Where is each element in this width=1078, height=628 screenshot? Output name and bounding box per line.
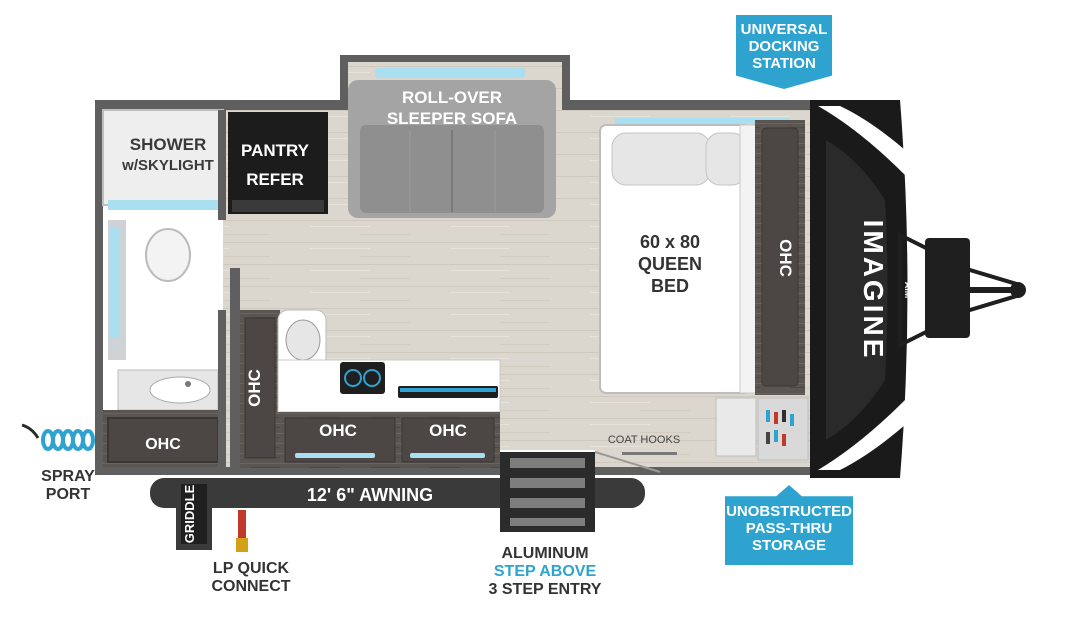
griddle-label: GRIDDLE [182, 484, 197, 543]
kitchen-ohc-label-1: OHC [319, 421, 357, 440]
entry-line1: ALUMINUM [501, 545, 589, 562]
storage-line1: UNOBSTRUCTED [726, 503, 852, 520]
brand-logo: IMAGINE [858, 220, 889, 361]
sleeper-sofa [348, 68, 556, 218]
wardrobe [715, 397, 809, 461]
kitchen-side-ohc-label: OHC [245, 369, 264, 407]
spray-port-label: SPRAY PORT [28, 468, 108, 504]
docking-line2: DOCKING [748, 38, 820, 55]
pantry-label-line1: PANTRY [241, 141, 310, 160]
door-swing [594, 451, 661, 473]
docking-station-callout: UNIVERSAL DOCKING STATION [736, 15, 832, 89]
shower-label-line1: SHOWER [130, 135, 207, 154]
docking-line1: UNIVERSAL [740, 21, 828, 38]
pantry-refer [228, 112, 328, 214]
bath-ohc-label: OHC [145, 436, 181, 453]
brand-sub-logo: AIM [903, 282, 913, 299]
bedroom-ohc-label: OHC [776, 239, 795, 277]
lp-quick-connect-label: LP QUICK CONNECT [196, 560, 306, 596]
entry-steps-label: ALUMINUM STEP ABOVE 3 STEP ENTRY [470, 545, 620, 599]
hitch-tongue [898, 231, 1026, 349]
shower-label-line2: w/SKYLIGHT [121, 157, 214, 174]
sofa-label-line2: SLEEPER SOFA [387, 109, 517, 128]
stove-burner-icon [363, 369, 381, 387]
pass-thru-storage-callout: UNOBSTRUCTED PASS-THRU STORAGE [725, 485, 853, 565]
docking-line3: STATION [752, 55, 816, 72]
coat-hooks-label: COAT HOOKS [608, 434, 680, 446]
pantry-label-line2: REFER [246, 170, 304, 189]
bathroom [102, 109, 224, 467]
bath-divider-wall [218, 310, 226, 467]
toilet-icon [145, 228, 191, 282]
lp-quick-connect-icon [236, 510, 248, 552]
bed-label-line3: BED [651, 276, 689, 296]
kitchen [230, 268, 501, 468]
kitchen-ohc-label-2: OHC [429, 421, 467, 440]
awning-label: 12' 6" AWNING [307, 485, 433, 505]
entry-line3: 3 STEP ENTRY [488, 581, 602, 598]
spray-line2: PORT [45, 486, 91, 503]
lp-line1: LP QUICK [212, 560, 290, 577]
bath-top-wall [218, 110, 226, 220]
coat-hooks-rail [622, 452, 677, 455]
bed-label-line1: 60 x 80 [640, 232, 700, 252]
spray-port-icon [21, 423, 95, 451]
storage-line2: PASS-THRU [745, 520, 833, 537]
bath-sink-icon [149, 376, 211, 404]
spray-line1: SPRAY [41, 468, 95, 485]
bed-label-line2: QUEEN [638, 254, 702, 274]
front-cap [810, 100, 908, 478]
entry-line2: STEP ABOVE [493, 563, 597, 580]
entry-steps [500, 452, 595, 532]
lp-line2: CONNECT [211, 578, 291, 595]
sofa-label-line1: ROLL-OVER [402, 88, 502, 107]
storage-line3: STORAGE [752, 537, 826, 554]
queen-bed [599, 118, 805, 395]
kitchen-sink-icon [285, 319, 321, 361]
stove-burner-icon [344, 369, 362, 387]
